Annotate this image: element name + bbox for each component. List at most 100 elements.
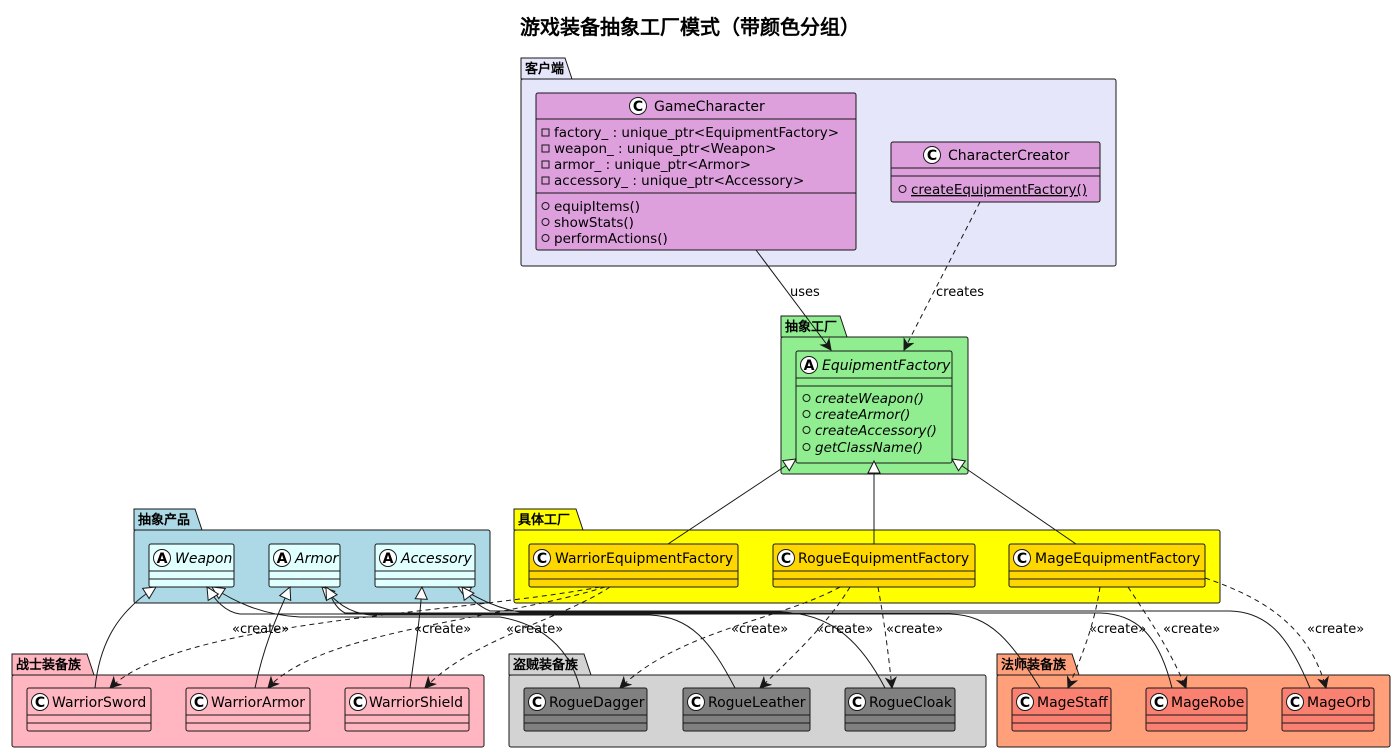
class-stereotype-letter: C <box>1154 695 1164 711</box>
abstract-class-circle-icon <box>800 356 818 374</box>
class-circle-icon <box>777 549 795 567</box>
method: equipItems() <box>554 199 640 215</box>
edge-create-rogue-cloak <box>877 586 892 688</box>
class-name: GameCharacter <box>654 99 765 115</box>
edge-label-create: «create» <box>886 622 943 637</box>
private-visibility-icon <box>541 128 550 137</box>
package-label-concrete-factory: 具体工厂 <box>518 512 570 528</box>
class-circle-icon <box>190 693 208 711</box>
edge-inherit-mage-orb <box>462 587 1311 689</box>
class-circle-icon <box>629 97 647 115</box>
method: createAccessory() <box>815 423 937 439</box>
class-rogue-dagger[interactable]: C RogueDagger <box>523 687 648 732</box>
class-stereotype-letter: A <box>804 358 815 374</box>
class-stereotype-letter: C <box>691 695 701 711</box>
class-circle-icon <box>687 693 705 711</box>
class-rogue-leather[interactable]: C RogueLeather <box>682 687 811 732</box>
class-accessory[interactable]: A Accessory <box>374 543 476 588</box>
class-mage-orb[interactable]: C MageOrb <box>1281 687 1375 732</box>
edge-uses <box>755 249 831 350</box>
edge-label-create: «create» <box>1163 622 1220 637</box>
method: showStats() <box>554 215 634 231</box>
class-stereotype-letter: C <box>781 551 791 567</box>
class-name: MageOrb <box>1307 695 1371 711</box>
class-stereotype-letter: C <box>852 695 862 711</box>
class-stereotype-letter: A <box>383 551 394 567</box>
public-visibility-icon <box>541 218 550 226</box>
class-name: RogueDagger <box>549 695 645 711</box>
class-name: WarriorArmor <box>211 695 305 711</box>
class-name: MageStaff <box>1037 695 1108 711</box>
public-visibility-icon <box>802 443 811 451</box>
edge-label-create: «create» <box>816 622 873 637</box>
class-name: RogueLeather <box>708 695 806 711</box>
class-weapon[interactable]: A Weapon <box>148 543 235 588</box>
edge-inherit-rogue-dagger <box>212 587 581 689</box>
public-visibility-icon <box>802 410 811 418</box>
class-warrior-armor[interactable]: C WarriorArmor <box>185 687 311 732</box>
class-name: Armor <box>294 551 340 567</box>
public-visibility-icon <box>802 394 811 402</box>
class-stereotype-letter: C <box>927 148 937 164</box>
edge-create-rogue-dagger <box>620 586 841 688</box>
method: performActions() <box>554 231 668 247</box>
edge-label-creates: creates <box>936 285 984 300</box>
edge-label-create: «create» <box>232 622 289 637</box>
class-character-creator[interactable]: C CharacterCreator createEquipmentFactor… <box>890 141 1101 203</box>
class-rogue-equipment-factory[interactable]: C RogueEquipmentFactory <box>772 543 976 588</box>
class-circle-icon <box>1286 693 1304 711</box>
class-name: WarriorEquipmentFactory <box>555 551 733 567</box>
method: createWeapon() <box>815 391 924 407</box>
class-mage-staff[interactable]: C MageStaff <box>1011 687 1112 732</box>
class-name: WarriorShield <box>369 695 463 711</box>
class-game-character[interactable]: C GameCharacter factory_ : unique_ptr<Eq… <box>535 92 857 251</box>
class-stereotype-letter: C <box>353 695 363 711</box>
class-name: RogueCloak <box>869 695 953 711</box>
abstract-class-circle-icon <box>273 549 291 567</box>
class-name: MageRobe <box>1171 695 1244 711</box>
edge-inherit-warrior-factory <box>667 459 796 545</box>
edge-inherit-rogue-cloak <box>458 587 886 689</box>
class-circle-icon <box>1016 693 1034 711</box>
abstract-class-circle-icon <box>153 549 171 567</box>
edge-label-create: «create» <box>1307 622 1364 637</box>
edge-label-create: «create» <box>414 622 471 637</box>
class-stereotype-letter: C <box>1017 551 1027 567</box>
public-visibility-icon <box>898 185 907 193</box>
class-equipment-factory[interactable]: A EquipmentFactory createWeapon() create… <box>795 350 953 464</box>
class-warrior-shield[interactable]: C WarriorShield <box>344 687 470 732</box>
private-visibility-icon <box>541 160 550 169</box>
class-mage-robe[interactable]: C MageRobe <box>1145 687 1248 732</box>
class-circle-icon <box>923 146 941 164</box>
package-label-client: 客户端 <box>525 61 564 77</box>
class-stereotype-letter: A <box>277 551 288 567</box>
class-stereotype-letter: C <box>1290 695 1300 711</box>
edge-inherit-mage-robe <box>326 587 1173 689</box>
edge-creates <box>904 201 981 350</box>
class-name: WarriorSword <box>52 695 146 711</box>
class-armor[interactable]: A Armor <box>268 543 341 588</box>
method: getClassName() <box>815 440 923 456</box>
class-circle-icon <box>31 693 49 711</box>
method: createArmor() <box>815 407 910 423</box>
class-rogue-cloak[interactable]: C RogueCloak <box>844 687 956 732</box>
class-stereotype-letter: C <box>633 99 643 115</box>
edge-label-uses: uses <box>790 285 820 300</box>
class-stereotype-letter: C <box>194 695 204 711</box>
edge-create-warrior-armor <box>268 586 606 688</box>
class-mage-equipment-factory[interactable]: C MageEquipmentFactory <box>1008 543 1206 588</box>
class-circle-icon <box>1013 549 1031 567</box>
class-warrior-equipment-factory[interactable]: C WarriorEquipmentFactory <box>528 543 739 588</box>
class-warrior-sword[interactable]: C WarriorSword <box>26 687 152 732</box>
package-label-warrior: 战士装备族 <box>16 657 82 673</box>
edge-label-create: «create» <box>1089 622 1146 637</box>
class-name: RogueEquipmentFactory <box>798 551 969 567</box>
class-name: CharacterCreator <box>948 148 1070 164</box>
public-visibility-icon <box>802 426 811 434</box>
field: weapon_ : unique_ptr<Weapon> <box>554 141 777 157</box>
class-circle-icon <box>848 693 866 711</box>
public-visibility-icon <box>541 234 550 242</box>
class-circle-icon <box>349 693 367 711</box>
class-stereotype-letter: C <box>532 695 542 711</box>
edge-create-rogue-leather <box>760 586 851 688</box>
